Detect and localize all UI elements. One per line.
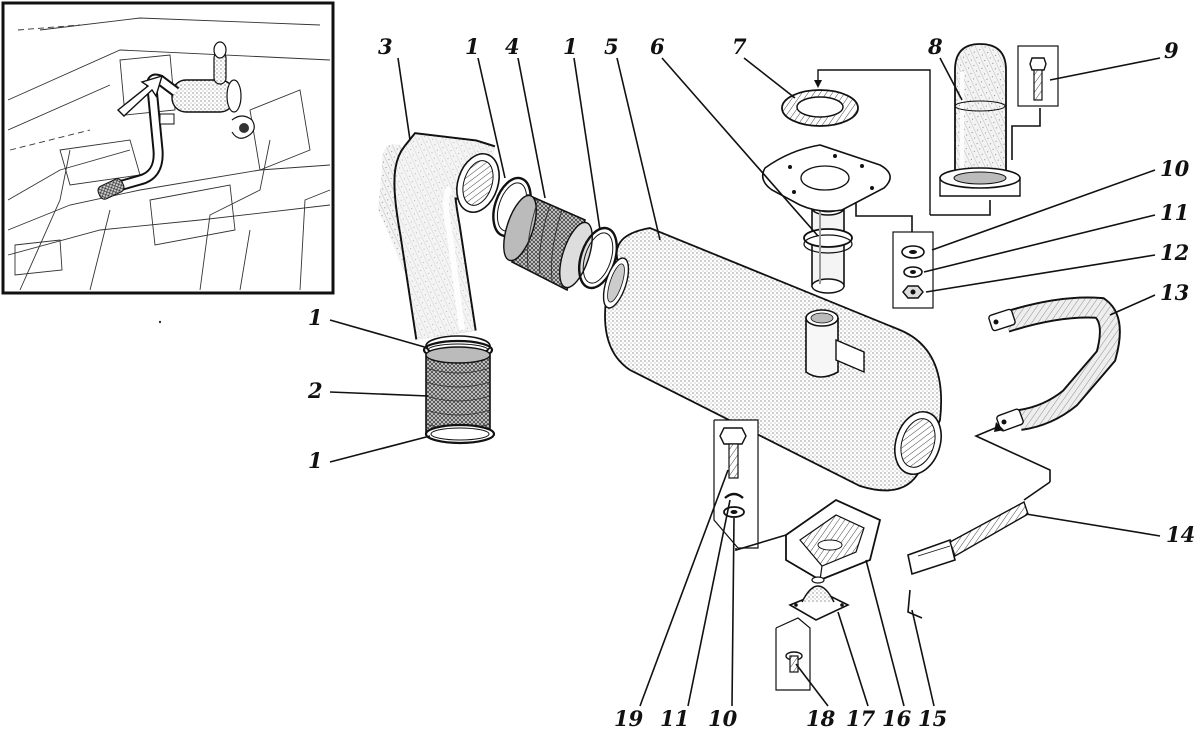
callout-1-b: 1: [563, 34, 578, 59]
inset-pointer-arrow: [116, 74, 164, 117]
inset-muffler: [171, 41, 255, 139]
gasket-plate: [761, 144, 891, 212]
callout-7: 7: [732, 34, 747, 59]
stray-dot: [158, 320, 162, 324]
callout-3: 3: [378, 34, 393, 59]
callout-10-a: 10: [1160, 156, 1190, 181]
callout-11-a: 11: [1160, 200, 1189, 225]
callout-19: 19: [614, 706, 644, 731]
callout-11-b: 11: [660, 706, 689, 731]
callout-1-a: 1: [465, 34, 480, 59]
callout-1-c: 1: [308, 305, 323, 330]
callout-6: 6: [650, 34, 665, 59]
callout-13: 13: [1160, 280, 1189, 305]
callout-17: 17: [846, 706, 876, 731]
muffler-body: [602, 227, 942, 492]
callout-labels: 3 1 4 1 5 6 7 8 9 10 11 12 13 14 1 2 1 1…: [307, 34, 1195, 731]
saddle-bracket: [785, 498, 882, 581]
bolt-top-right: [1017, 45, 1059, 107]
callout-4: 4: [505, 34, 520, 59]
mounting-strap: [988, 296, 1121, 432]
callout-10-b: 10: [708, 706, 738, 731]
callout-9: 9: [1164, 38, 1179, 63]
clamp-ring-lower-bottom: [424, 423, 496, 445]
callout-15: 15: [918, 706, 947, 731]
leader-lines: [329, 57, 1161, 707]
callout-12: 12: [1160, 240, 1189, 265]
callout-2: 2: [307, 378, 323, 403]
pipe-adaptor: [803, 200, 853, 294]
callout-1-d: 1: [308, 448, 323, 473]
callout-14: 14: [1166, 522, 1195, 547]
exhaust-elbow-pipe: [378, 132, 500, 357]
washer-nut-stack: [892, 231, 934, 309]
callout-18: 18: [806, 706, 836, 731]
callout-5: 5: [604, 34, 619, 59]
screw-lower: [775, 617, 811, 691]
assembly-link-lines: [735, 69, 1051, 619]
callout-16: 16: [882, 706, 912, 731]
flexible-hose-upper: [503, 193, 593, 292]
threaded-rod: [907, 500, 1029, 576]
exhaust-extension-pipe: [939, 43, 1021, 197]
callout-8: 8: [927, 34, 943, 59]
bolt-washer-set-lower: [713, 419, 759, 549]
rubber-mount: [788, 576, 850, 621]
flexible-hose-lower: [425, 346, 491, 434]
flange-ring: [781, 89, 859, 127]
inset-location-view: [1, 1, 335, 295]
